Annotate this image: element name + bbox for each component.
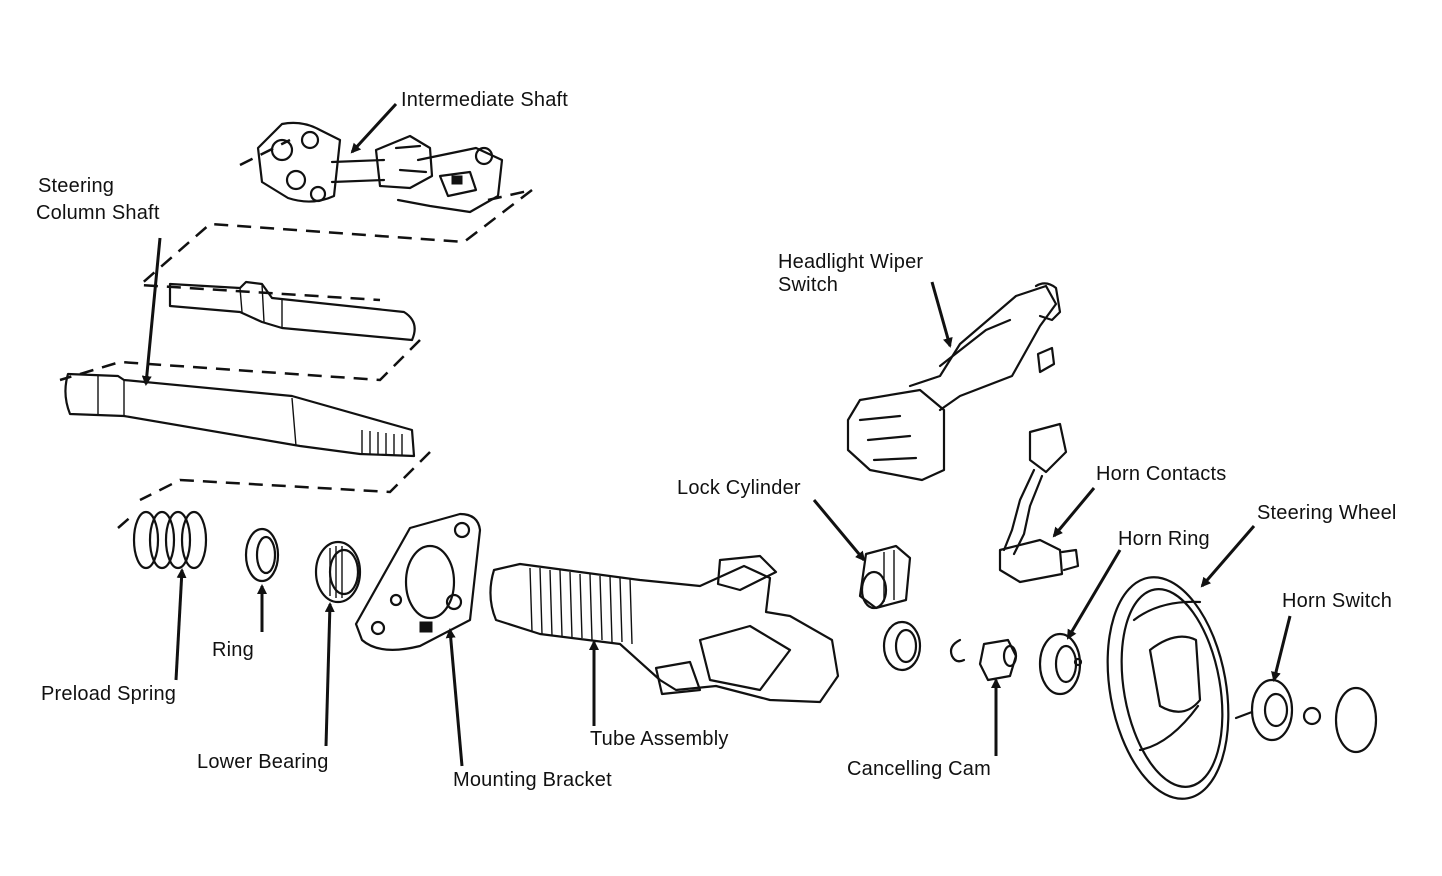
label-cancelling-cam: Cancelling Cam [847,758,991,780]
steering-wheel-part [1106,576,1230,800]
label-headlight-wiper-switch-line2: Switch [778,274,839,296]
ring-part [244,527,280,583]
lock-cylinder-part [858,544,912,610]
cam-collar-part [882,620,922,672]
label-preload-spring: Preload Spring [41,683,177,705]
intermediate-shaft-part [136,121,533,302]
leader-lines [141,102,1292,767]
horn-switch-part [1234,678,1378,754]
label-intermediate-shaft: Intermediate Shaft [401,89,569,111]
label-ring: Ring [212,639,254,661]
label-mounting-bracket: Mounting Bracket [453,769,612,791]
horn-contacts-part [998,422,1080,584]
label-horn-contacts: Horn Contacts [1096,463,1227,485]
label-tube-assembly: Tube Assembly [590,728,729,750]
label-lock-cylinder: Lock Cylinder [677,477,801,499]
cancelling-cam-part [949,638,1018,682]
label-lower-bearing: Lower Bearing [197,751,329,773]
upper-steering-shaft-part [59,280,421,382]
mounting-bracket-part [354,512,482,651]
label-headlight-wiper-switch-line1: Headlight Wiper [778,251,924,273]
tube-assembly-part [489,554,840,704]
label-steering-column-shaft-line2: Column Shaft [36,202,160,224]
label-horn-switch: Horn Switch [1282,590,1393,612]
headlight-wiper-switch-part [846,282,1062,482]
preload-spring-part [117,510,208,570]
lower-bearing-part [314,540,362,604]
steering-column-shaft-part [64,372,431,502]
label-steering-column-shaft-line1: Steering [38,175,115,197]
label-steering-wheel: Steering Wheel [1257,502,1397,524]
label-horn-ring: Horn Ring [1118,528,1210,550]
horn-ring-part [1038,632,1083,696]
